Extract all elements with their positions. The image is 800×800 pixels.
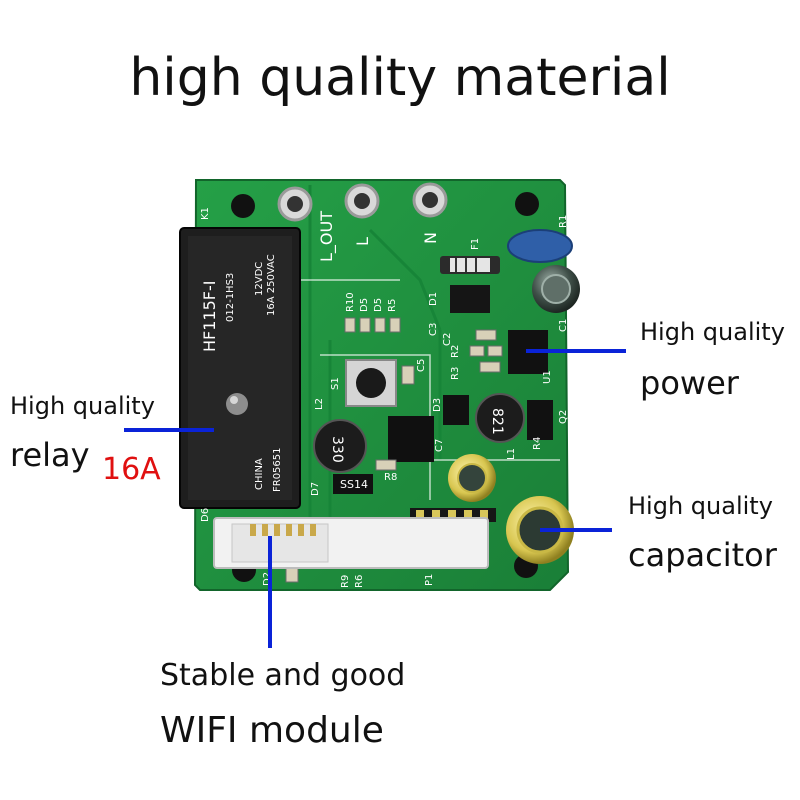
callout-power-line1: High quality (640, 318, 785, 346)
silk-c7: C7 (434, 439, 445, 452)
terminal-pads (277, 182, 448, 222)
silk-c2: C2 (442, 333, 453, 346)
silk-r6: R6 (354, 575, 365, 588)
page-title: high quality material (129, 48, 671, 108)
chip-d1 (450, 285, 490, 313)
silk-d5b: D5 (373, 298, 384, 312)
silk-c1: C1 (558, 319, 569, 332)
silk-p1: P1 (424, 574, 435, 586)
chip-ss14 (333, 474, 373, 494)
callout-relay-line2: relay (10, 436, 90, 474)
relay-voltage: 12VDC (254, 262, 265, 296)
inductor-330 (313, 419, 367, 473)
silk-c5: C5 (416, 359, 427, 372)
silk-q2: Q2 (558, 410, 569, 424)
silk-r5: R5 (387, 299, 398, 312)
silk-l1: L1 (506, 448, 517, 460)
silk-r9: R9 (340, 575, 351, 588)
chip-mid (443, 395, 469, 425)
chip-q2 (527, 400, 553, 440)
silk-r10: R10 (345, 292, 356, 312)
wifi-module-pins (250, 524, 316, 536)
chip-main (388, 416, 434, 462)
silk-k1: K1 (200, 207, 211, 220)
relay-rating-text: 16A 250VAC (266, 254, 277, 316)
silk-l2: L2 (314, 398, 325, 410)
callout-power-line2: power (640, 364, 739, 402)
silk-d7: D7 (310, 482, 321, 496)
silk-r8: R8 (384, 472, 397, 483)
mounting-hole (231, 194, 255, 218)
callout-wifi-line1: Stable and good (160, 658, 406, 693)
callout-capacitor-line2: capacitor (628, 536, 777, 574)
silk-r2: R2 (450, 345, 461, 358)
chip-ss14-label: SS14 (340, 478, 368, 491)
callout-relay-line1: High quality (10, 392, 155, 420)
terminal-label-l: L (353, 237, 372, 246)
relay-country: CHINA (254, 458, 265, 490)
smd-passives (285, 317, 503, 583)
silk-d3: D3 (432, 398, 443, 412)
callout-capacitor-line1: High quality (628, 492, 773, 520)
mounting-hole (515, 192, 539, 216)
callout-wifi-line2: WIFI module (160, 710, 384, 751)
inductor-330-label: 330 (329, 436, 345, 463)
silk-u1: U1 (542, 370, 553, 384)
relay-serial: FR05651 (272, 447, 283, 492)
silk-d2: D2 (262, 572, 273, 586)
pcb-trace (308, 185, 442, 520)
terminal-label-n: N (421, 232, 440, 244)
silk-r4: R4 (532, 437, 543, 450)
terminal-label-lout: L_OUT (317, 211, 337, 262)
silk-f1: F1 (470, 238, 481, 250)
silk-d6: D6 (200, 508, 211, 522)
relay-knob (226, 393, 248, 415)
silk-r1: R1 (558, 215, 569, 228)
relay-model: HF115F-I (200, 281, 219, 352)
silk-d5a: D5 (359, 298, 370, 312)
callout-relay-rating: 16A (102, 452, 161, 487)
silk-s1: S1 (330, 377, 341, 390)
silk-r3: R3 (450, 367, 461, 380)
varistor (507, 229, 573, 263)
relay-code: 012-1HS3 (225, 273, 236, 322)
silk-c3: C3 (428, 323, 439, 336)
silk-d1: D1 (428, 292, 439, 306)
inductor-821-label: 821 (489, 408, 505, 435)
inductor-821 (475, 393, 525, 443)
